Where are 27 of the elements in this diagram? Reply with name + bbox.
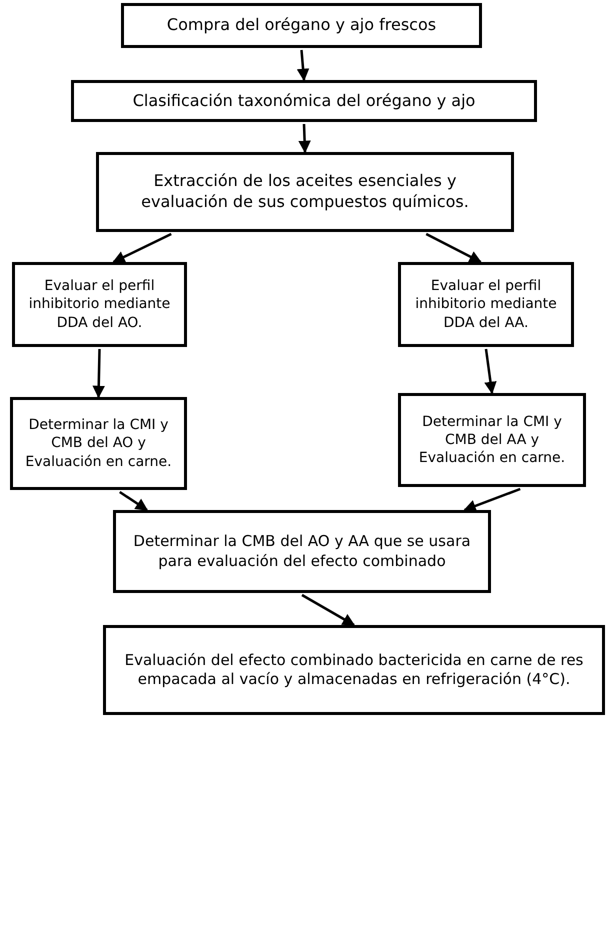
arrow [92, 348, 105, 398]
step-text: Determinar la CMB del AO y AA que se usara para evaluación del efecto combinado [132, 532, 472, 571]
arrow [119, 490, 148, 512]
process-box [113, 510, 491, 593]
arrow [463, 488, 521, 512]
step-text: Determinar la CMI y CMB del AA y Evaluación en carne. [418, 412, 566, 468]
process-box [398, 262, 574, 347]
process-box [12, 262, 187, 347]
step-text: Determinar la CMI y CMB del AO y Evaluación en carne. [24, 416, 173, 471]
process-box [10, 397, 187, 490]
arrow [484, 348, 497, 394]
arrow [301, 594, 356, 626]
step-text: Evaluar el perfil inhibitorio mediante DDA del AA. [414, 277, 558, 332]
step-text: Compra del orégano y ajo frescos [166, 15, 436, 36]
arrow [112, 232, 172, 264]
process-box [398, 393, 586, 487]
process-box [96, 152, 514, 232]
arrow [426, 232, 482, 264]
process-box [71, 80, 537, 122]
step-text: Clasificación taxonómica del orégano y ajo [132, 90, 476, 112]
step-text: Evaluación del efecto combinado bactericida en carne de res empacada al vacío y almacenadas en refrigeración (4°C). [124, 650, 584, 690]
arrow [296, 50, 310, 82]
arrow [298, 124, 311, 154]
process-box [103, 625, 605, 715]
process-box [121, 3, 482, 48]
step-text: Evaluar el perfil inhibitorio mediante DDA del AO. [28, 277, 172, 332]
step-text: Extracción de los aceites esenciales y evaluación de sus compuestos químicos. [140, 171, 470, 213]
